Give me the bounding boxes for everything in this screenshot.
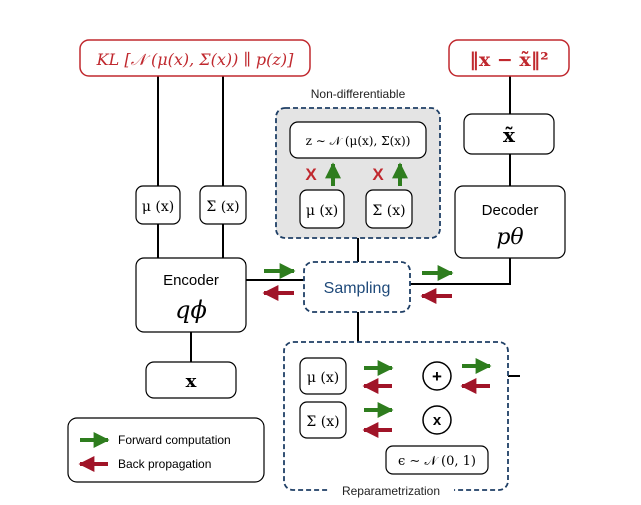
nondiff-cross-mu-icon: X [305,165,317,184]
sampling-label: Sampling [324,280,391,297]
input-x-label: x [186,371,197,392]
plus-operator-node [422,361,452,391]
reconstruction-x-tilde-label: x̃ [503,123,516,147]
encoder-mu-box [135,185,181,225]
nondiff-mu-label: μ (x) [306,203,338,219]
nondiff-sigma-label: Σ (x) [372,203,405,219]
reparam-sigma-box [299,401,347,439]
decoder-symbol: pθ [496,225,523,250]
epsilon-box [385,445,489,475]
reparam-mu-box [299,357,347,395]
kl-loss-box [79,39,311,77]
kl-loss-label: KL [𝒩 (μ(x), Σ(x)) ∥ p(z)] [96,50,294,69]
nondiff-sigma-box [365,189,413,229]
input-x-box [145,361,237,399]
reparam-title-backdrop [328,482,454,498]
times-operator-node [422,405,452,435]
encoder-symbol: qϕ [175,296,207,324]
nondiff-title: Non-differentiable [311,87,406,101]
epsilon-label: ϵ ∼ 𝒩 (0, 1) [398,454,476,469]
latent-z-label: z ∼ 𝒩 (μ(x), Σ(x)) [306,134,411,148]
legend-forward-label: Forward computation [118,433,231,447]
sampling-box [303,261,411,313]
sampling-to-decoder-line [410,258,511,285]
plus-operator-label: + [432,367,442,386]
legend-backward-label: Back propagation [118,457,211,471]
decoder-box [454,185,566,259]
decoder-title: Decoder [482,202,539,219]
reparam-mu-label: μ (x) [307,370,339,386]
encoder-mu-label: μ (x) [142,199,174,215]
reconstruction-x-tilde-box [463,113,555,155]
encoder-sigma-box [199,185,247,225]
encoder-sigma-label: Σ (x) [206,199,239,215]
encoder-box [135,257,247,333]
reconstruction-loss-label: ‖x − x̃‖² [469,49,548,71]
times-operator-label: x [433,412,442,429]
reconstruction-loss-box [448,39,570,77]
encoder-title: Encoder [163,272,219,289]
reparam-sigma-label: Σ (x) [306,414,339,430]
reparam-title: Reparametrization [342,484,440,498]
latent-z-box [289,121,427,159]
legend-box [67,417,265,483]
nondiff-cross-sigma-icon: X [372,165,384,184]
nondiff-mu-box [299,189,345,229]
